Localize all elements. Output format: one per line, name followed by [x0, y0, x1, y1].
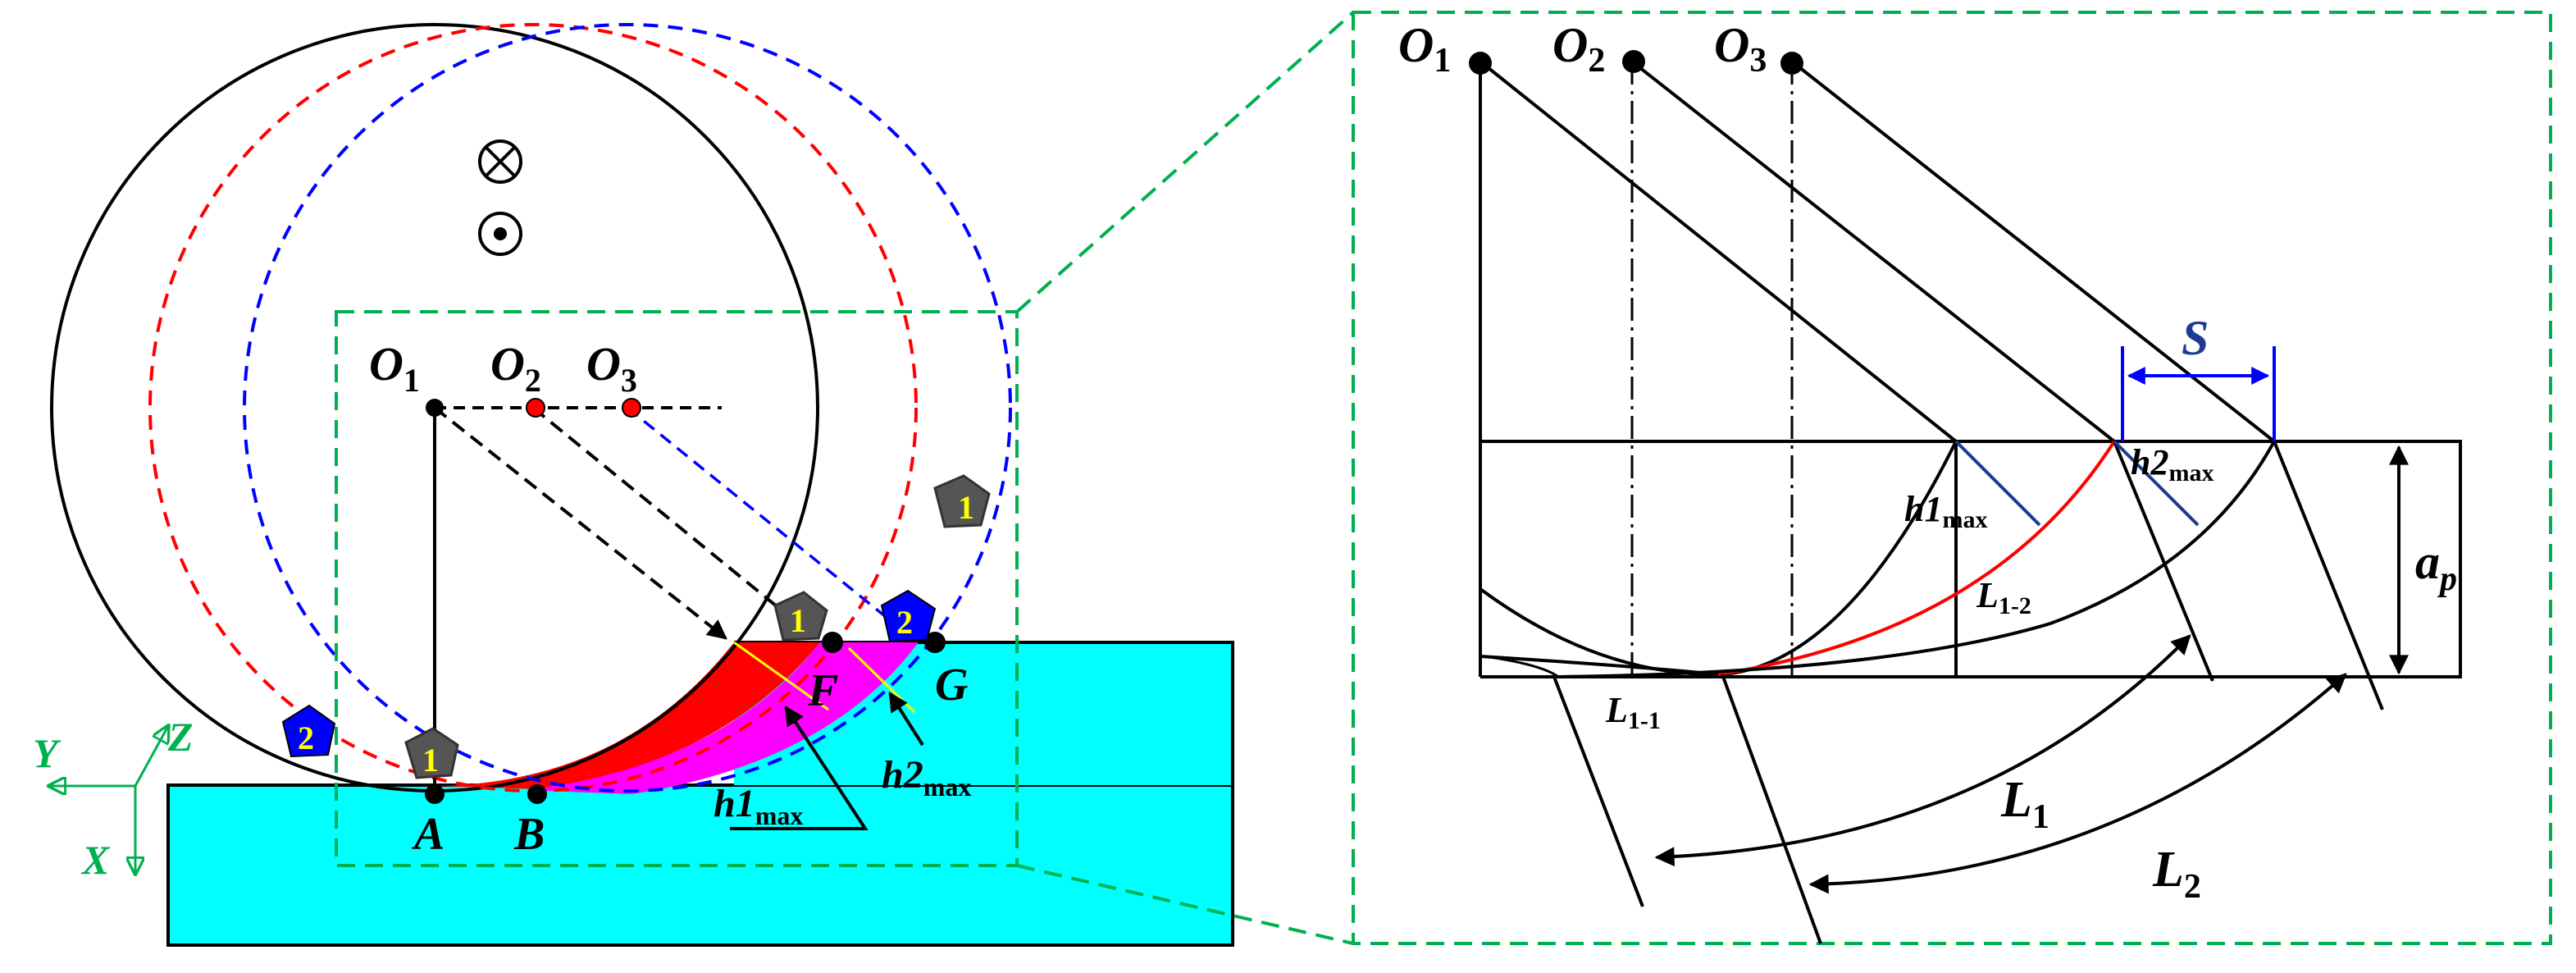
axis-label-z: Z: [167, 714, 194, 760]
label-l1-2: L1-2: [1976, 575, 2031, 619]
h2max-pointer: [888, 691, 924, 747]
zoom-box-left: [335, 310, 1019, 867]
axis-label-x: X: [80, 837, 111, 883]
grain-blue-right: 2: [880, 589, 937, 643]
right-center-o2-dot: [1622, 50, 1645, 73]
label-point-a: A: [412, 809, 445, 860]
chip-area-magenta: [525, 642, 919, 794]
left-panel: 1 1 1 2 2 O1 O2 O3 A B F G h1max h2max: [33, 23, 1234, 947]
right-h2max-line: [2113, 440, 2200, 527]
label-l2: L2: [2152, 842, 2201, 906]
right-center-o3-dot: [1780, 52, 1803, 75]
svg-text:1: 1: [422, 742, 439, 779]
label-h1max-left: h1max: [714, 782, 803, 830]
radial-o3: [626, 406, 904, 632]
axis-label-y: Y: [33, 730, 62, 776]
label-s: S: [2182, 311, 2209, 365]
label-point-b: B: [513, 809, 545, 860]
svg-text:2: 2: [298, 719, 314, 756]
chip-area-red: [435, 642, 820, 789]
arc-l2: [1808, 673, 2347, 894]
label-o3-right: O3: [1714, 18, 1767, 80]
circle-cross-icon: [478, 139, 522, 184]
h1max-pointer: [730, 705, 869, 830]
trail-o1: [2113, 441, 2214, 682]
point-g-dot: [924, 632, 946, 653]
arc-o1: [1479, 441, 1958, 677]
arc-o1-left-extension: [1484, 655, 1559, 678]
grain-gray-right: 1: [933, 474, 991, 528]
label-ap: ap: [2415, 535, 2457, 598]
svg-text:2: 2: [896, 604, 913, 641]
label-o2-left: O2: [490, 337, 541, 399]
right-radial-o1: [1479, 60, 1958, 443]
arc-o2-red: [1717, 440, 2116, 676]
label-h2max-left: h2max: [882, 753, 971, 802]
trail-o2: [2273, 441, 2384, 710]
grain-gray-bottom: 1: [404, 727, 459, 779]
zoom-box-right: [1352, 11, 2552, 945]
center-o1-dot: [426, 399, 444, 417]
svg-text:1: 1: [958, 489, 974, 526]
label-h2max-right: h2max: [2131, 442, 2214, 486]
grain-gray-top: 1: [773, 591, 828, 642]
center-o2-dot: [526, 398, 545, 418]
grinding-wheel-o3: [243, 23, 1012, 793]
label-l1: L1: [2000, 772, 2049, 836]
radial-o1: [433, 406, 727, 640]
radial-o2: [531, 406, 809, 633]
label-l1-1: L1-1: [1605, 690, 1661, 734]
label-point-f: F: [807, 665, 838, 716]
zoom-connector-bottom: [1016, 864, 1354, 945]
label-o1-left: O1: [369, 337, 420, 399]
right-panel: S ap O1 O2 O3 h1max h2max L1-1 L1-2 L1 L…: [1352, 11, 2552, 945]
label-h1max-right: h1max: [1904, 489, 1987, 533]
h1-yellow-line: [733, 641, 829, 711]
trail-b1: [1552, 676, 1644, 907]
circle-dot-icon: [478, 212, 522, 256]
label-o1-right: O1: [1398, 18, 1451, 80]
trail-b2: [1721, 674, 1822, 944]
label-o2-right: O2: [1552, 18, 1605, 80]
coordinate-axes: Y Z X: [33, 714, 194, 883]
svg-text:1: 1: [790, 602, 806, 639]
point-b-dot: [527, 784, 547, 804]
arc-o2-left: [1479, 655, 1719, 676]
right-center-o1-dot: [1469, 52, 1492, 75]
right-h1max-line: [1954, 440, 2041, 527]
center-o3-dot: [622, 398, 641, 418]
label-point-g: G: [935, 660, 968, 710]
point-a-dot: [425, 784, 445, 804]
grain-blue-left: 2: [281, 704, 336, 758]
point-f-dot: [822, 632, 843, 653]
label-o3-left: O3: [586, 337, 637, 399]
zoom-connector-top: [1015, 11, 1355, 313]
right-radial-o2: [1630, 60, 2116, 443]
right-radial-o3: [1790, 60, 2276, 443]
